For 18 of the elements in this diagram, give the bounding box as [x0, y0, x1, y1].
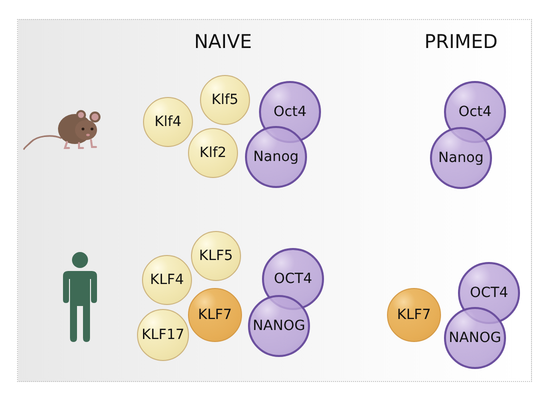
factor-name: KLF7	[198, 308, 232, 322]
factor-name: KLF7	[397, 308, 431, 322]
factor-name: Klf5	[212, 93, 238, 107]
factor-name: Nanog	[253, 150, 299, 164]
factor-name: NANOG	[448, 331, 502, 345]
factor-name: Oct4	[458, 105, 492, 119]
factor-name: Nanog	[438, 151, 484, 165]
factor-name: KLF17	[142, 328, 184, 342]
factor-name: OCT4	[470, 286, 508, 300]
factor-name: KLF5	[199, 249, 233, 263]
factor-name: OCT4	[274, 272, 312, 286]
column-heading: NAIVE	[194, 33, 252, 52]
column-heading: PRIMED	[424, 33, 498, 52]
factor-name: Klf4	[154, 115, 182, 129]
factor-name: NANOG	[252, 319, 306, 333]
factor-name: Oct4	[273, 105, 307, 119]
factor-name: Klf2	[200, 146, 226, 160]
factor-name: KLF4	[150, 273, 184, 287]
